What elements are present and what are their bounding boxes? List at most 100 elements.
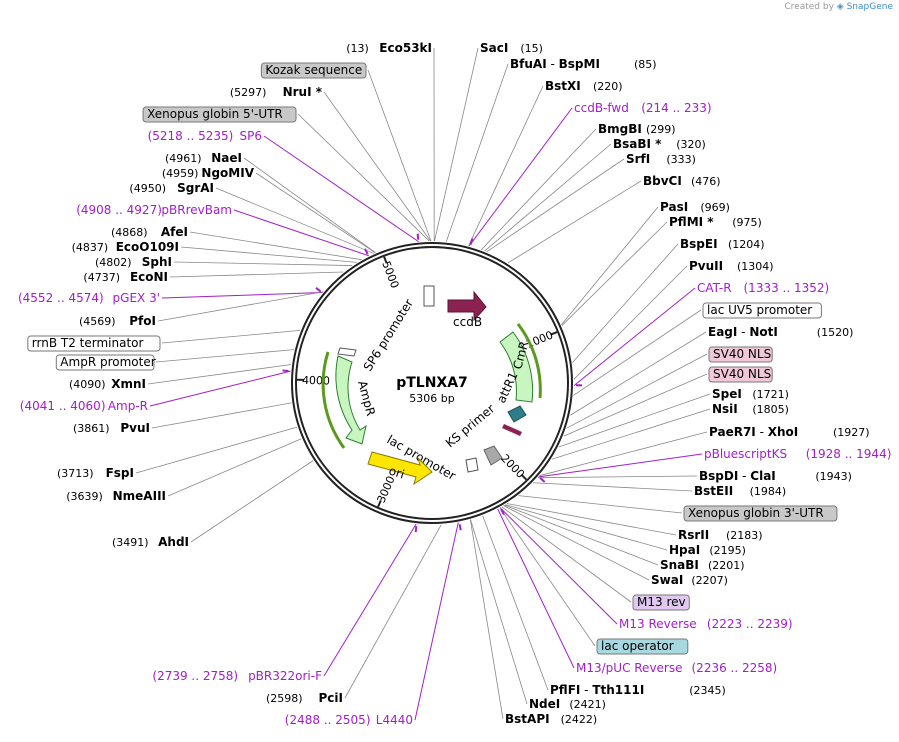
tick-mark — [377, 499, 382, 508]
map-label[interactable]: BstXI(220) — [545, 79, 623, 93]
map-label[interactable]: Eco53kI(13) — [346, 41, 432, 55]
map-label[interactable]: SphI(4802) — [95, 255, 172, 269]
leader-line — [167, 438, 302, 497]
map-label[interactable]: CAT-R(1333 .. 1352) — [697, 281, 829, 295]
map-label[interactable]: BmgBI(299) — [598, 122, 676, 136]
enzyme-name: PaeR7I — [709, 425, 756, 439]
map-label[interactable]: SacI(15) — [480, 41, 543, 55]
map-label[interactable]: NgoMIV(4959) — [162, 166, 255, 180]
primer-range: (214 .. 233) — [641, 101, 711, 115]
map-label[interactable]: NmeAIII(3639) — [66, 489, 166, 503]
map-label[interactable]: lac UV5 promoter — [702, 302, 822, 319]
map-label[interactable]: SwaI(2207) — [651, 573, 728, 587]
map-label[interactable]: BstEII(1984) — [694, 484, 786, 498]
leader-line — [504, 504, 659, 566]
map-label[interactable]: BbvCI(476) — [643, 174, 721, 188]
map-label[interactable]: lac operator — [596, 638, 689, 655]
map-label[interactable]: M13 rev — [632, 594, 690, 611]
enzyme-position: (1721) — [752, 388, 789, 401]
feature-box — [683, 505, 838, 522]
primer-mark — [414, 526, 418, 533]
enzyme-separator: - — [756, 425, 768, 439]
enzyme-name: PflFI — [550, 683, 580, 697]
ori-label: ori — [387, 464, 406, 482]
map-label[interactable]: SgrAI(4950) — [129, 181, 214, 195]
feature-box — [708, 366, 773, 383]
map-label[interactable]: EcoNI(4737) — [83, 270, 168, 284]
map-label[interactable]: M13 Reverse(2223 .. 2239) — [619, 617, 793, 631]
map-label[interactable]: PflFI - Tth111I(2345) — [550, 683, 726, 697]
map-label[interactable]: BfuAI - BspMI(85) — [510, 57, 657, 71]
map-label[interactable]: XmnI(4090) — [69, 377, 146, 391]
map-label[interactable]: PaeR7I - XhoI(1927) — [709, 425, 870, 439]
ccdB-arrow[interactable] — [447, 290, 487, 322]
enzyme-name: SwaI — [651, 573, 683, 587]
map-label[interactable]: PvuI(3861) — [73, 421, 150, 435]
map-label[interactable]: pGEX 3'(4552 .. 4574) — [18, 291, 160, 305]
AmpR-arrow[interactable] — [335, 355, 367, 445]
map-label[interactable]: BsaBI *(320) — [613, 137, 706, 151]
enzyme-name: EcoNI — [130, 270, 168, 284]
CmR-outer-arc — [516, 323, 542, 399]
map-label[interactable]: rrnB T2 terminator — [27, 335, 161, 352]
primer-range: (2223 .. 2239) — [707, 617, 793, 631]
map-label[interactable]: AfeI(4868) — [111, 225, 188, 239]
feature-box-label: SV40 NLS — [713, 367, 771, 381]
leader-line — [180, 246, 358, 263]
map-label[interactable]: Kozak sequence — [260, 62, 367, 79]
map-label[interactable]: pBR322ori-F(2739 .. 2758) — [152, 669, 322, 683]
map-label[interactable]: BstAPI(2422) — [505, 712, 597, 726]
lac-promoter-arrow[interactable] — [483, 445, 503, 466]
map-label[interactable]: PvuII(1304) — [689, 259, 774, 273]
CmR-arrow[interactable] — [499, 331, 534, 403]
enzyme-name-pair: BfuAI - BspMI — [510, 57, 600, 71]
map-label[interactable]: NruI *(5297) — [230, 85, 323, 99]
map-label[interactable]: SnaBI(2201) — [660, 558, 745, 572]
map-label[interactable]: NdeI(2421) — [529, 697, 606, 711]
enzyme-name: BmgBI — [598, 122, 642, 136]
map-label[interactable]: EagI - NotI(1520) — [708, 325, 853, 339]
map-label[interactable]: PflMI *(975) — [669, 215, 762, 229]
map-label[interactable]: Xenopus globin 3'-UTR — [683, 505, 838, 522]
map-label[interactable]: SP6(5218 .. 5235) — [148, 129, 262, 143]
leader-line — [189, 231, 362, 261]
map-label[interactable]: SV40 NLS — [708, 366, 773, 383]
map-label[interactable]: Amp-R(4041 .. 4060) — [20, 399, 148, 413]
map-label[interactable]: pBluescriptKS(1928 .. 1944) — [704, 447, 891, 461]
map-label[interactable]: NsiI(1805) — [712, 402, 789, 416]
primer-range: (2739 .. 2758) — [152, 669, 238, 683]
attR1-arrow[interactable] — [507, 405, 527, 423]
enzyme-name: BspDI — [699, 469, 738, 483]
map-label[interactable]: AmpR promoter — [55, 354, 156, 371]
AmpR-promoter-arrow[interactable] — [337, 347, 357, 357]
enzyme-name-2: ClaI — [750, 469, 775, 483]
map-label[interactable]: ccdB-fwd(214 .. 233) — [574, 101, 712, 115]
map-label[interactable]: PciI(2598) — [266, 691, 343, 705]
enzyme-name: SrfI — [626, 152, 650, 166]
map-label[interactable]: pBRrevBam(4908 .. 4927) — [76, 203, 232, 217]
ori-arrow[interactable] — [367, 451, 433, 486]
map-label[interactable]: HpaI(2195) — [669, 543, 746, 557]
map-label[interactable]: M13/pUC Reverse(2236 .. 2258) — [576, 661, 777, 675]
map-label[interactable]: RsrII(2183) — [678, 528, 763, 542]
map-label[interactable]: BspEI(1204) — [680, 237, 765, 251]
map-label[interactable]: L4440(2488 .. 2505) — [285, 713, 413, 727]
enzyme-name-pair: BspDI - ClaI — [699, 469, 776, 483]
map-label[interactable]: SrfI(333) — [626, 152, 696, 166]
tick-mark — [383, 256, 388, 264]
feature-box — [27, 335, 161, 352]
map-label[interactable]: Xenopus globin 5'-UTR — [142, 106, 297, 123]
leader-lines — [135, 47, 711, 721]
enzyme-name-pair: EagI - NotI — [708, 325, 778, 339]
map-label[interactable]: NaeI(4961) — [165, 151, 242, 165]
leader-line — [434, 47, 479, 242]
map-label[interactable]: BspDI - ClaI(1943) — [699, 469, 852, 483]
map-label[interactable]: AhdI(3491) — [112, 535, 189, 549]
map-label[interactable]: PasI(969) — [660, 200, 730, 214]
map-label[interactable]: FspI(3713) — [57, 466, 134, 480]
map-label[interactable]: SpeI(1721) — [712, 387, 789, 401]
leader-line — [367, 69, 432, 242]
map-label[interactable]: SV40 NLS — [708, 346, 773, 363]
map-label[interactable]: PfoI(4569) — [79, 314, 156, 328]
map-label[interactable]: EcoO109I(4837) — [72, 240, 179, 254]
